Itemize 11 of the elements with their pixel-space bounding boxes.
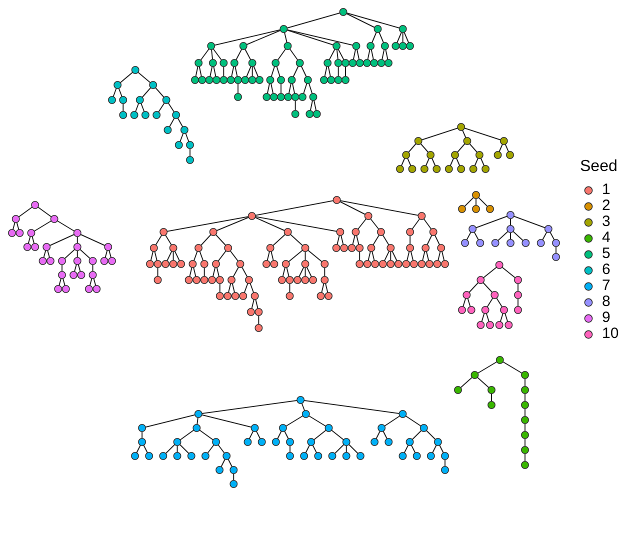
legend-label: 1 [602,182,610,198]
legend-label: 2 [602,198,610,214]
legend-label: 3 [602,214,610,230]
legend-label: 4 [602,230,610,246]
legend-label: 7 [602,278,610,294]
legend-label: 6 [602,262,610,278]
legend-title: Seed [580,158,618,176]
legend-label: 10 [602,326,619,342]
legend-label: 9 [602,310,610,326]
legend-label: 8 [602,294,610,310]
legend-label: 5 [602,246,610,262]
